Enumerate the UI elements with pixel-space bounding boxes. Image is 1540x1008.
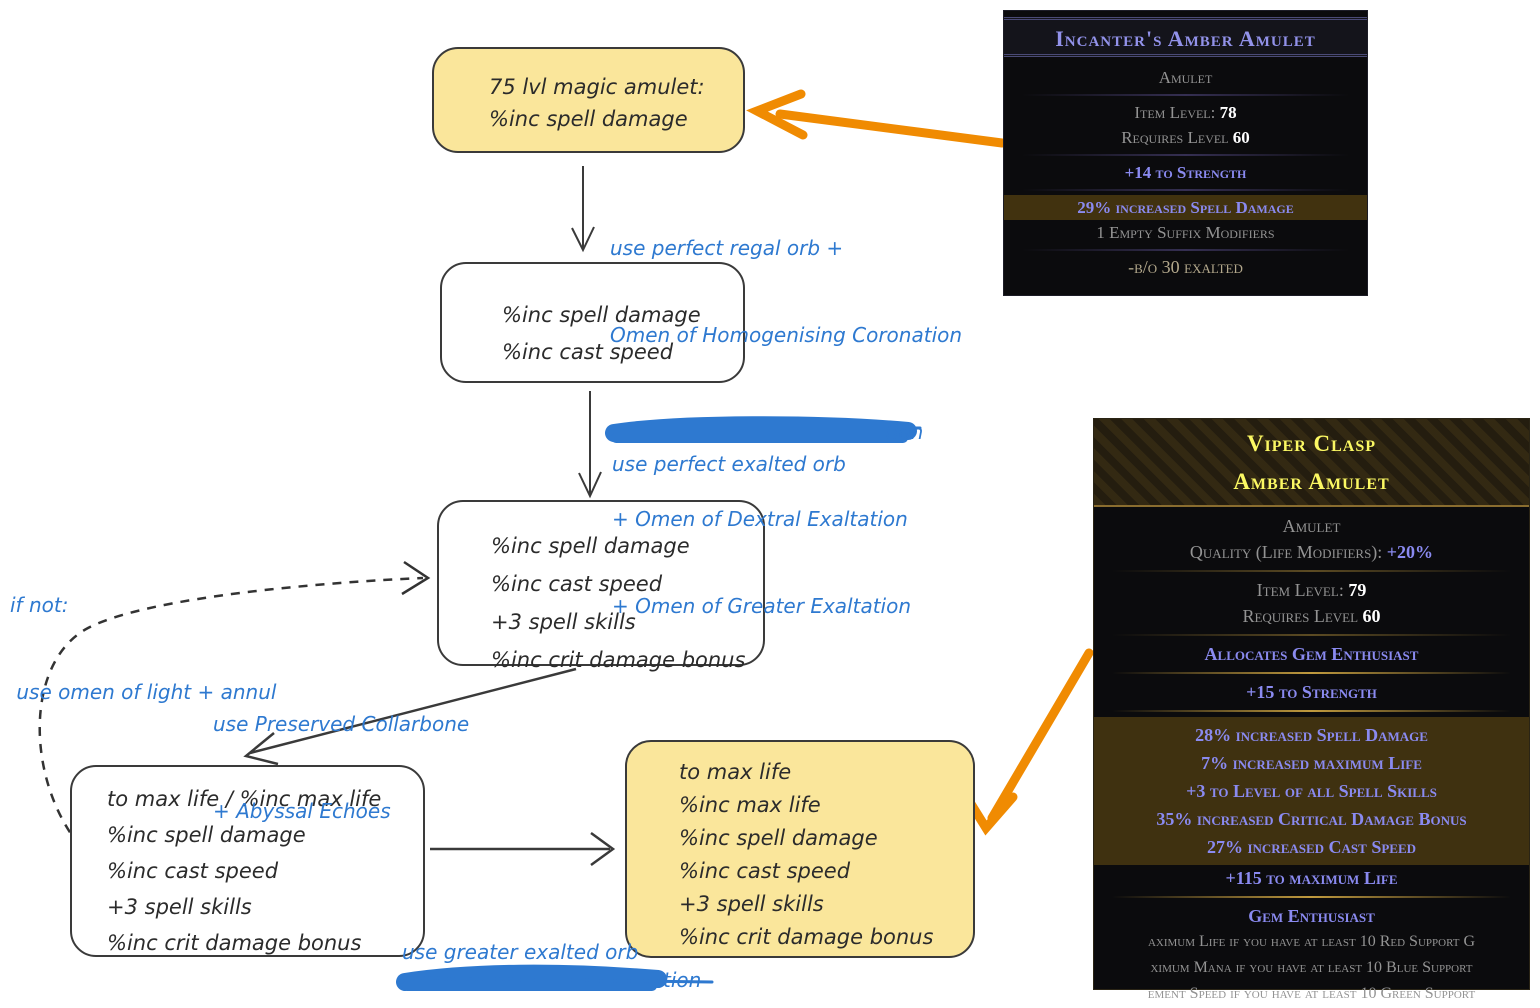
divider bbox=[1112, 896, 1511, 898]
item-level-value: 78 bbox=[1219, 103, 1237, 122]
node-line: %inc cast speed bbox=[107, 859, 279, 883]
item-name: Viper Clasp bbox=[1246, 431, 1377, 456]
divider bbox=[1112, 710, 1511, 712]
node-line: +3 spell skills bbox=[491, 610, 636, 634]
divider bbox=[1022, 189, 1349, 191]
node-line: 75 lvl magic amulet: bbox=[489, 75, 705, 99]
keystone-desc-line: aximum Life if you have at least 10 Red … bbox=[1147, 933, 1476, 950]
highlighted-mod-block: 28% increased Spell Damage 7% increased … bbox=[1094, 717, 1529, 865]
item-base-type: Amulet bbox=[1158, 68, 1213, 87]
node-line: +3 spell skills bbox=[107, 895, 252, 919]
keystone-desc-line: ement Speed if you have at least 10 Gree… bbox=[1147, 985, 1476, 1002]
node-line: %inc crit damage bonus bbox=[107, 931, 362, 955]
quality-value: +20% bbox=[1386, 542, 1434, 562]
item-level-row: Item Level: 79 bbox=[1094, 577, 1529, 603]
item-base-name: Amber Amulet bbox=[1233, 469, 1390, 494]
node-line: %inc spell damage bbox=[489, 107, 688, 131]
item-header: Viper Clasp Amber Amulet bbox=[1094, 419, 1529, 507]
explicit-mod-life: +115 to maximum Life bbox=[1225, 868, 1398, 888]
label-line: if not: bbox=[10, 593, 69, 617]
node-line: %inc max life bbox=[679, 793, 821, 817]
orange-arrow-viper bbox=[958, 648, 1094, 836]
label-if-not: if not: use omen of light + annul bbox=[10, 533, 276, 765]
node-regal-result: %inc spell damage %inc cast speed bbox=[440, 262, 745, 383]
quality-label: Quality (Life Modifiers): bbox=[1189, 542, 1387, 562]
node-final-result: to max life %inc max life %inc spell dam… bbox=[625, 740, 975, 958]
divider bbox=[1112, 672, 1511, 674]
item-level-label: Item Level: bbox=[1134, 103, 1220, 122]
keystone-name: Gem Enthusiast bbox=[1248, 906, 1375, 926]
node-line: %inc crit damage bonus bbox=[491, 648, 746, 672]
explicit-mod: 27% increased Cast Speed bbox=[1206, 837, 1417, 857]
node-line: %inc spell damage bbox=[491, 534, 690, 558]
tooltip-incanters-amber-amulet: Incanter's Amber Amulet Amulet Item Leve… bbox=[1003, 10, 1368, 296]
label-line: use omen of light + annul bbox=[10, 680, 277, 704]
divider bbox=[1022, 249, 1349, 251]
empty-suffix-note: 1 Empty Suffix Modifiers bbox=[1096, 223, 1275, 242]
allocates-mod: Allocates Gem Enthusiast bbox=[1204, 644, 1419, 664]
label-exalt-struck-fragment: tion bbox=[885, 420, 924, 444]
orange-arrow-incanter bbox=[746, 89, 1007, 148]
requires-level-row: Requires Level 60 bbox=[1094, 603, 1529, 629]
item-level-value: 79 bbox=[1348, 580, 1367, 600]
label-line: + Omen of Greater Exaltation bbox=[612, 594, 912, 618]
label-exalt-omens: + Omen of Dextral Exaltation + Omen of G… bbox=[612, 447, 911, 679]
requires-value: 60 bbox=[1232, 128, 1250, 147]
implicit-mod: +15 to Strength bbox=[1246, 682, 1377, 702]
divider bbox=[1112, 570, 1511, 572]
label-line: use perfect regal orb + bbox=[610, 236, 844, 260]
label-greater-exalt: use greater exalted orb bbox=[402, 940, 639, 964]
explicit-mod: 35% increased Critical Damage Bonus bbox=[1156, 809, 1467, 829]
node-line: %inc spell damage bbox=[679, 826, 878, 850]
arrow-step2-to-step3 bbox=[578, 391, 602, 499]
label-greater-exalt-struck-fragment: tion bbox=[663, 968, 702, 992]
implicit-mod: +14 to Strength bbox=[1124, 163, 1247, 182]
item-base-type: Amulet bbox=[1282, 516, 1341, 536]
requires-value: 60 bbox=[1362, 606, 1381, 626]
node-collarbone-result: to max life / %inc max life %inc spell d… bbox=[70, 765, 425, 957]
divider bbox=[1112, 634, 1511, 636]
item-name: Incanter's Amber Amulet bbox=[1004, 17, 1367, 57]
node-line: +3 spell skills bbox=[679, 892, 824, 916]
keystone-desc-line: ximum Mana if you have at least 10 Blue … bbox=[1150, 959, 1473, 976]
node-line: to max life / %inc max life bbox=[107, 787, 382, 811]
node-line: to max life bbox=[679, 760, 792, 784]
explicit-mod: +3 to Level of all Spell Skills bbox=[1186, 781, 1437, 801]
node-exalt-result: %inc spell damage %inc cast speed +3 spe… bbox=[437, 500, 765, 672]
divider bbox=[1022, 94, 1349, 96]
requires-label: Requires Level bbox=[1121, 128, 1233, 147]
label-line: + Omen of Dextral Exaltation bbox=[612, 507, 908, 531]
item-level-label: Item Level: bbox=[1256, 580, 1349, 600]
tooltip-viper-clasp: Viper Clasp Amber Amulet Amulet Quality … bbox=[1093, 418, 1530, 1002]
divider bbox=[1022, 154, 1349, 156]
node-line: %inc cast speed bbox=[679, 859, 851, 883]
label-collarbone: use Preserved Collarbone + Abyssal Echoe… bbox=[213, 652, 469, 884]
node-start-magic-amulet: 75 lvl magic amulet: %inc spell damage bbox=[432, 47, 745, 153]
explicit-mod: 28% increased Spell Damage bbox=[1195, 725, 1428, 745]
label-line: use Preserved Collarbone bbox=[213, 712, 470, 736]
node-line: %inc spell damage bbox=[107, 823, 306, 847]
label-line: Omen of Homogenising Coronation bbox=[610, 323, 963, 347]
requires-level-row: Requires Level 60 bbox=[1004, 125, 1367, 150]
explicit-mod: 7% increased maximum Life bbox=[1201, 753, 1422, 773]
node-line: %inc crit damage bonus bbox=[679, 925, 934, 949]
node-line: %inc cast speed bbox=[491, 572, 663, 596]
label-exalt-step: use perfect exalted orb bbox=[612, 392, 846, 537]
quality-row: Quality (Life Modifiers): +20% bbox=[1094, 539, 1529, 565]
arrow-start-to-step2 bbox=[571, 166, 595, 253]
highlighted-mod: 29% increased Spell Damage bbox=[1004, 195, 1367, 220]
node-line: %inc cast speed bbox=[502, 340, 674, 364]
label-line: use perfect exalted orb bbox=[612, 452, 846, 476]
label-line: + Abyssal Echoes bbox=[213, 799, 391, 823]
label-regal-step: use perfect regal orb + Omen of Homogeni… bbox=[610, 176, 962, 408]
buyout-price: -b/o 30 exalted bbox=[1128, 257, 1243, 277]
item-level-row: Item Level: 78 bbox=[1004, 100, 1367, 125]
node-line: %inc spell damage bbox=[502, 303, 701, 327]
requires-label: Requires Level bbox=[1242, 606, 1363, 626]
